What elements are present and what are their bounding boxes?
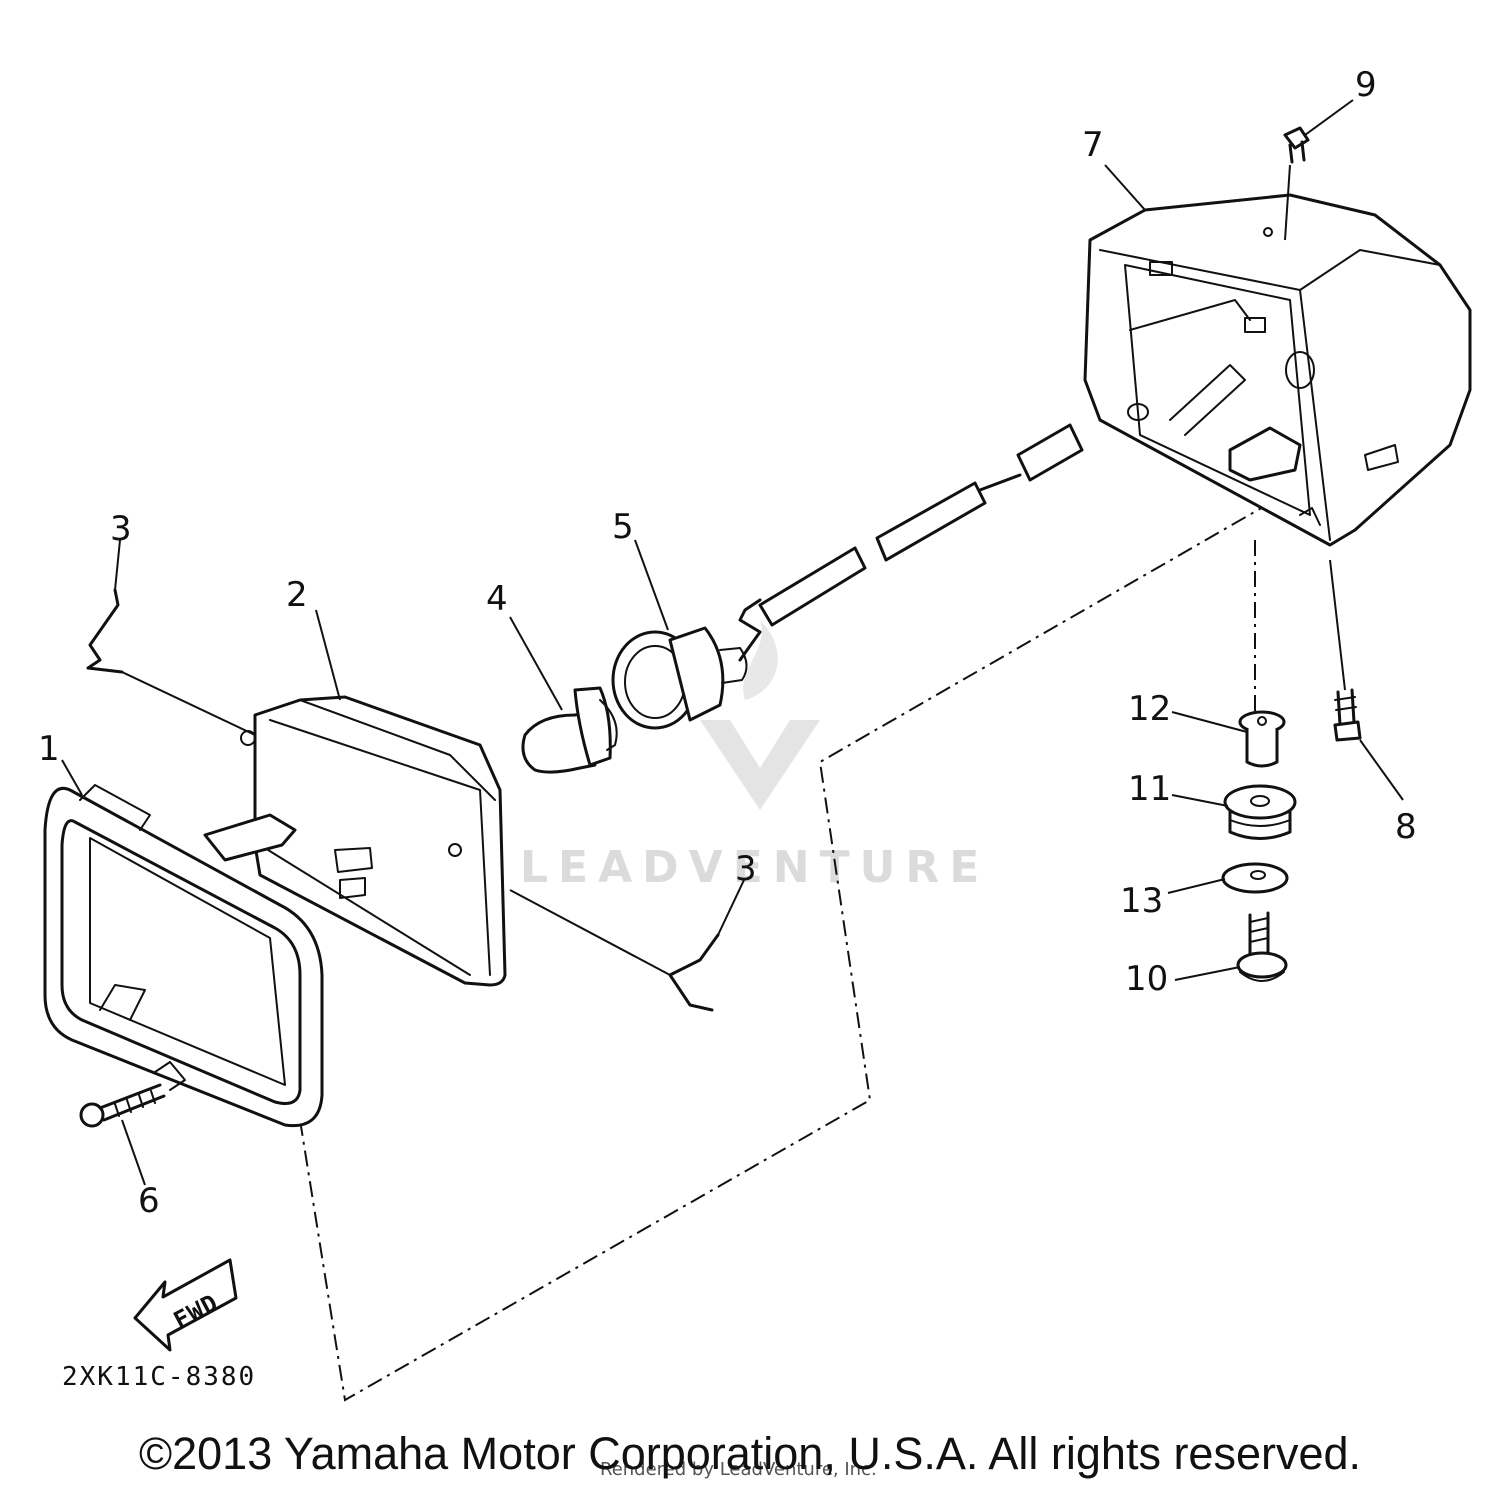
render-credit: Rendered by LeadVenture, Inc. [600,1459,877,1480]
callout-3-upper: 3 [110,509,132,549]
callout-9: 9 [1355,65,1377,105]
part-callouts: 1 2 3 3 4 5 6 7 8 9 10 11 12 13 [38,65,1417,1221]
callout-3-lower: 3 [735,849,757,889]
callout-6: 6 [138,1181,160,1221]
headlight-unit-part-2 [203,695,507,987]
headlight-rim-part-1 [43,784,324,1128]
callout-2: 2 [286,575,308,615]
spring-clip-part-3-upper [86,588,124,674]
callout-12: 12 [1128,689,1171,729]
spring-clip-part-3-lower [668,933,720,1012]
socket-part-5 [611,423,1084,730]
callout-11: 11 [1128,769,1171,809]
callout-8: 8 [1395,807,1417,847]
leadventure-watermark: LEADVENTURE [520,620,989,893]
watermark-text: LEADVENTURE [520,842,989,893]
screw-part-6 [79,1083,166,1128]
copyright-notice: ©2013 Yamaha Motor Corporation, U.S.A. A… [138,1428,1362,1479]
diagram-code: 2XK11C-8380 [62,1362,256,1392]
callout-leader-lines [61,99,1404,1186]
callout-5: 5 [612,507,634,547]
bolt-part-10 [1236,911,1288,982]
forward-arrow: FWD [133,1258,238,1352]
washer-part-13 [1221,862,1289,894]
callout-13: 13 [1120,881,1163,921]
callout-10: 10 [1125,959,1168,999]
screw-part-8 [1333,688,1362,742]
callout-1: 1 [38,729,60,769]
collar-part-12 [1238,710,1286,768]
callout-4: 4 [486,579,508,619]
bulb-part-4 [521,686,618,774]
callout-7: 7 [1082,125,1104,165]
grommet-part-11 [1223,784,1297,840]
housing-part-7 [1083,193,1472,547]
assembly-guide-lines [299,479,1311,1402]
screw-part-9 [1283,126,1310,164]
